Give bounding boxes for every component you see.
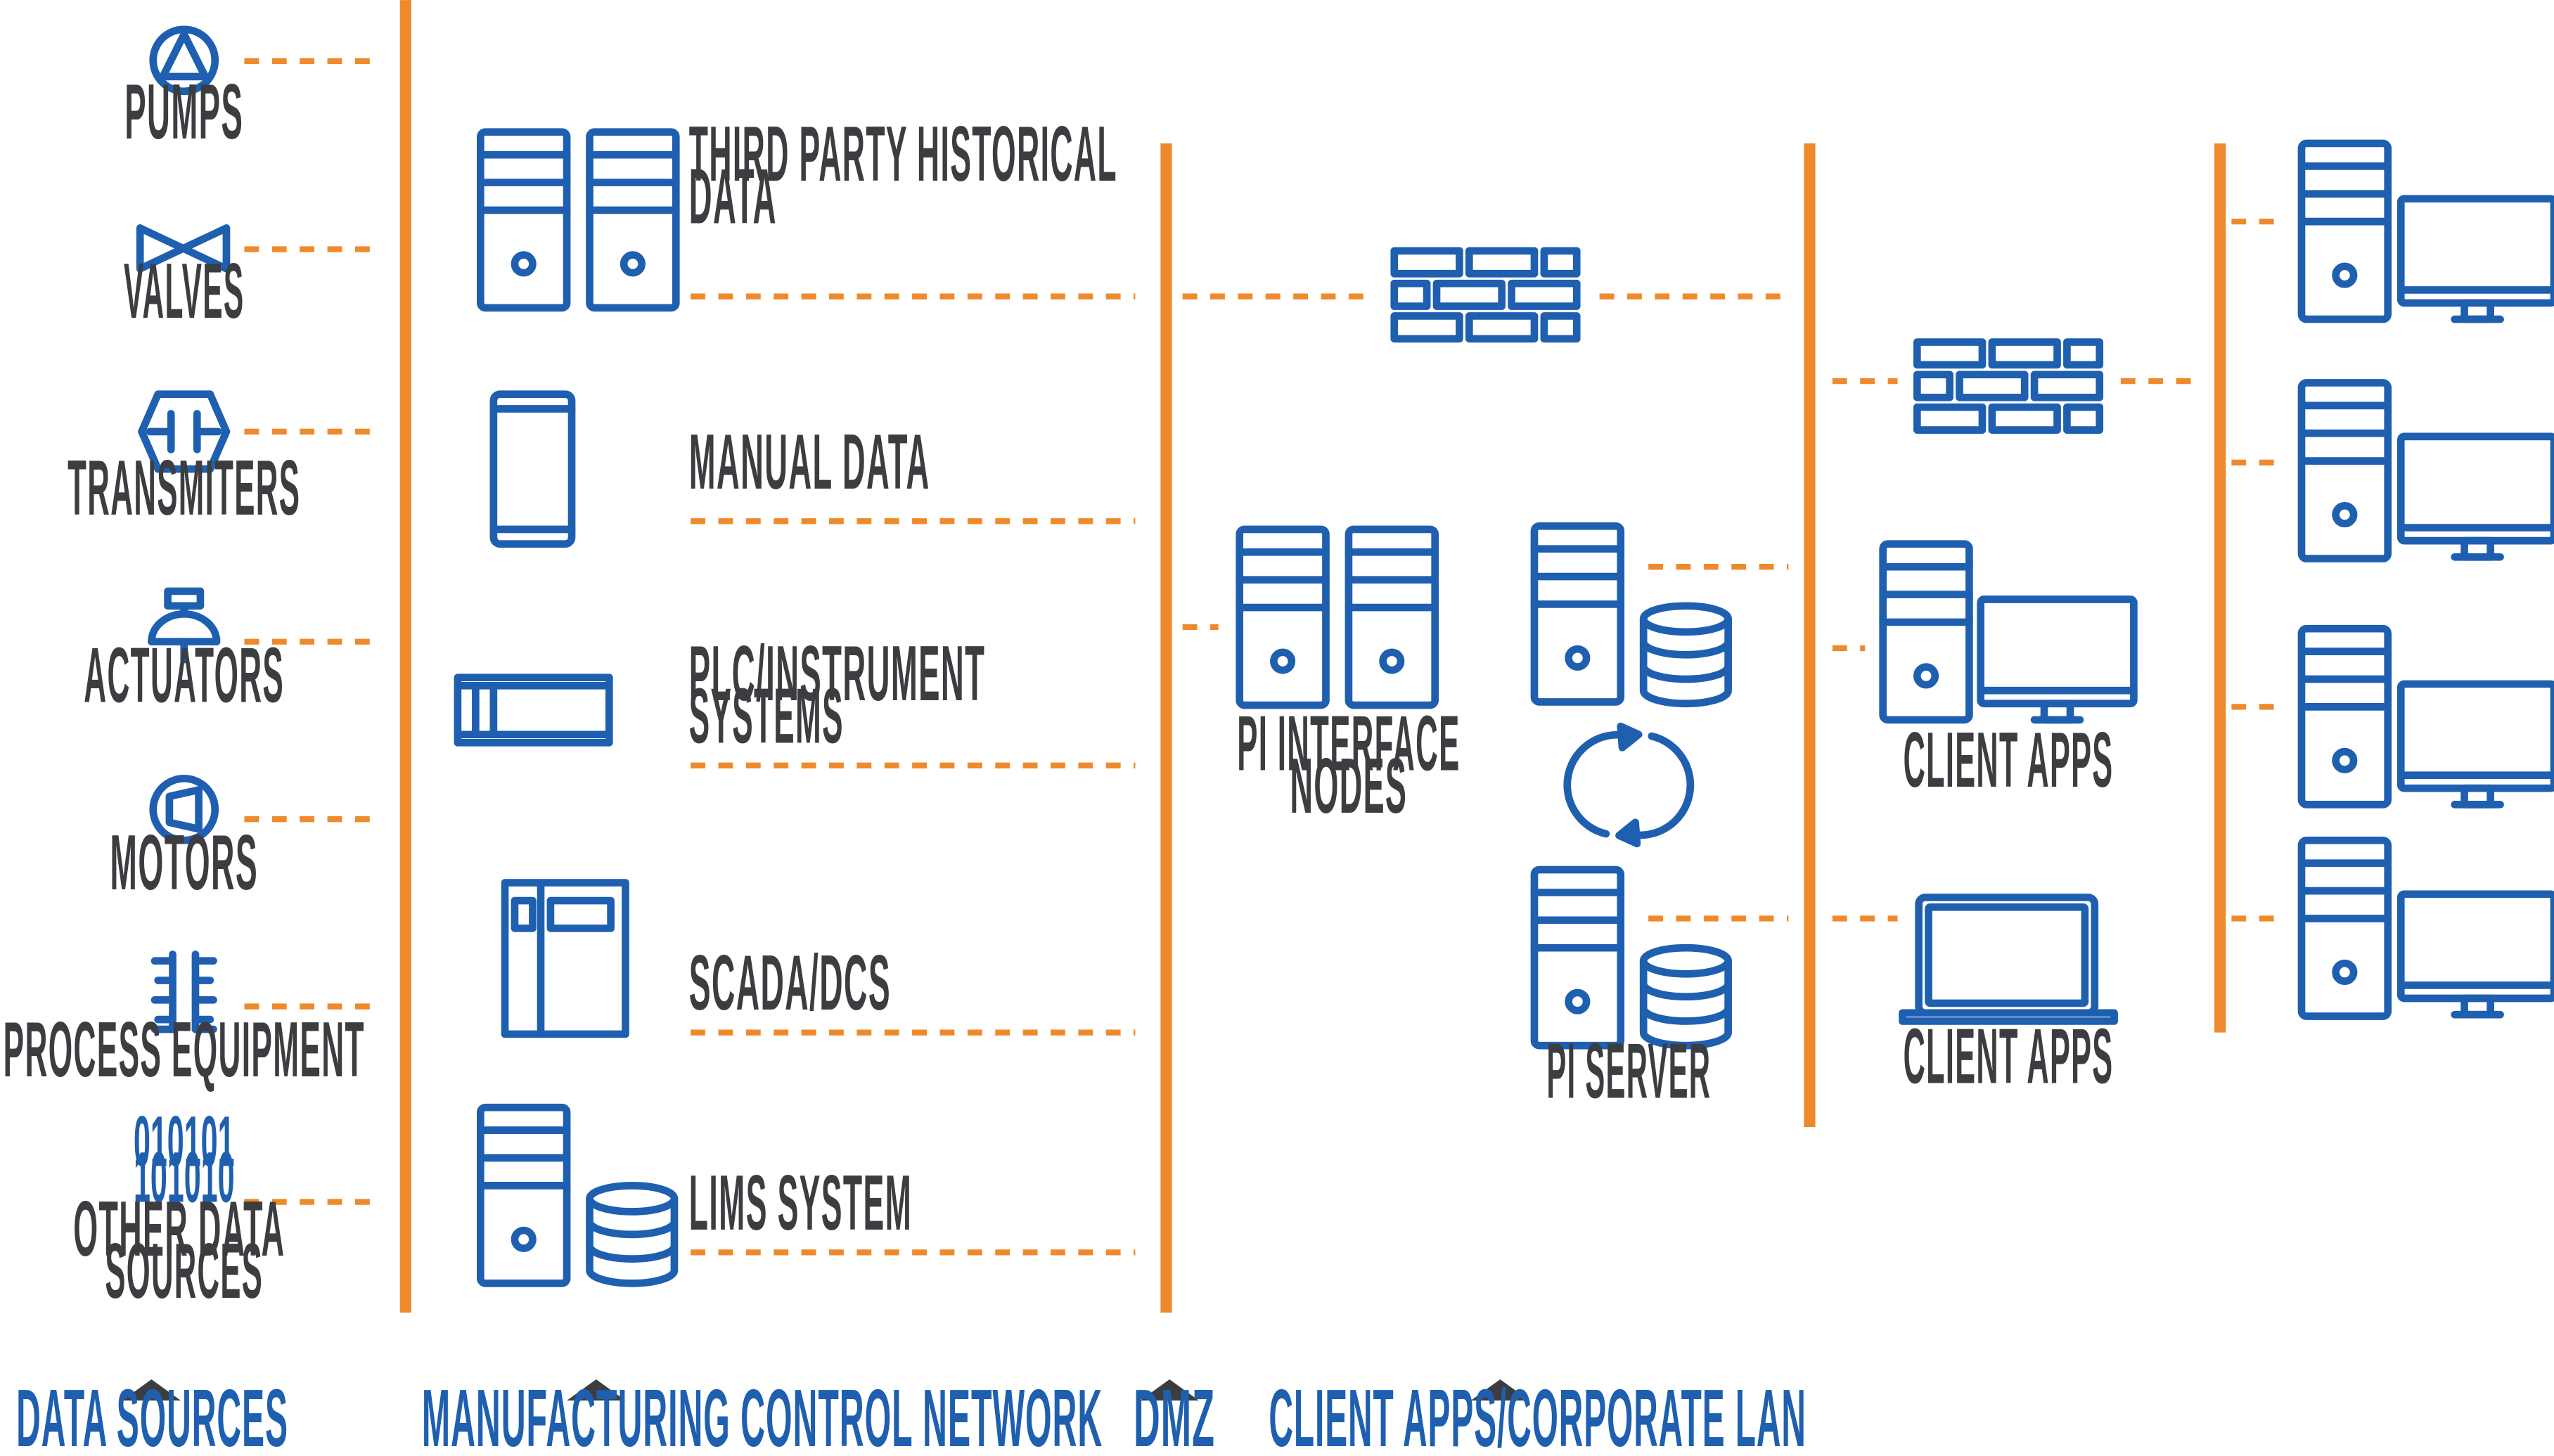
lims-server-icon <box>480 1107 567 1283</box>
pi-interface-server-icon <box>1240 529 1435 705</box>
manufacturing-marker <box>567 1379 626 1401</box>
database-icon <box>590 1185 674 1283</box>
binary-data-line-1: 010101 <box>134 1102 235 1182</box>
pumps-label: PUMPS <box>124 67 243 155</box>
laptop-icon <box>1899 894 2118 1025</box>
pi-server-label: PI SERVER <box>1546 1026 1711 1114</box>
data-sources-marker <box>122 1379 181 1401</box>
other-data-sources-label-line-2: SOURCES <box>105 1227 263 1315</box>
pi-interface-label-line-2: NODES <box>1290 742 1408 830</box>
motors-label: MOTORS <box>110 818 258 906</box>
actuator-icon <box>148 587 221 664</box>
actuators-label: ACTUATORS <box>84 631 284 719</box>
workstation-icon-4 <box>2302 840 2554 1016</box>
sync-icon <box>1563 722 1695 848</box>
client-apps-zone-label: CLIENT APPS/CORPORATE LAN <box>1269 1372 1806 1456</box>
corporate-firewall-icon <box>1917 342 2099 430</box>
binary-data-line-2: 101010 <box>134 1138 235 1218</box>
client-apps-marker <box>1470 1379 1530 1401</box>
third-party-historical-label-line-1: THIRD PARTY HISTORICAL <box>689 110 1117 198</box>
process-equipment-icon <box>150 951 217 1033</box>
scada-dcs-label: SCADA/DCS <box>689 939 891 1026</box>
manual-data-label: MANUAL DATA <box>689 418 930 505</box>
process-equipment-label: PROCESS EQUIPMENT <box>4 1005 365 1093</box>
dmz-connectors <box>1182 218 2284 922</box>
plc-instrument-label-line-2: SYSTEMS <box>689 671 844 759</box>
client-apps-laptop-label: CLIENT APPS <box>1904 1012 2114 1100</box>
workstation-icon-3 <box>2302 629 2554 804</box>
workstation-icon-2 <box>2302 382 2554 558</box>
desktop-computer-icon <box>1883 544 2134 720</box>
tablet-icon <box>489 390 576 548</box>
workstation-icon-1 <box>2302 143 2554 319</box>
pi-interface-label-line-1: PI INTERFACE <box>1237 700 1460 787</box>
scada-cabinet-icon <box>501 879 629 1038</box>
valve-icon <box>136 224 231 273</box>
server-icon <box>480 132 676 308</box>
plc-icon <box>454 674 613 747</box>
data-sources-zone-label: DATA SOURCES <box>16 1372 288 1456</box>
pump-icon <box>149 25 219 96</box>
transmitter-icon <box>138 390 231 473</box>
manufacturing-zone-label: MANUFACTURING CONTROL NETWORK <box>422 1372 1103 1456</box>
third-party-historical-label-line-2: DATA <box>689 152 777 240</box>
firewall-icon <box>1394 251 1577 339</box>
other-data-sources-label-line-1: OTHER DATA <box>73 1185 285 1273</box>
plc-instrument-label-line-1: PLC/INSTRUMENT <box>689 629 986 717</box>
dmz-marker <box>1140 1379 1199 1401</box>
valves-label: VALVES <box>124 247 244 335</box>
motor-icon <box>149 774 219 844</box>
client-apps-desktop-label: CLIENT APPS <box>1904 716 2114 804</box>
control-network-connectors <box>691 293 1136 1256</box>
data-source-connectors <box>244 58 378 1205</box>
lims-system-label: LIMS SYSTEM <box>689 1159 912 1246</box>
pi-server-icon <box>1534 526 1728 1045</box>
dmz-zone-label: DMZ <box>1134 1372 1215 1456</box>
transmiters-label: TRANSMITERS <box>68 444 300 531</box>
